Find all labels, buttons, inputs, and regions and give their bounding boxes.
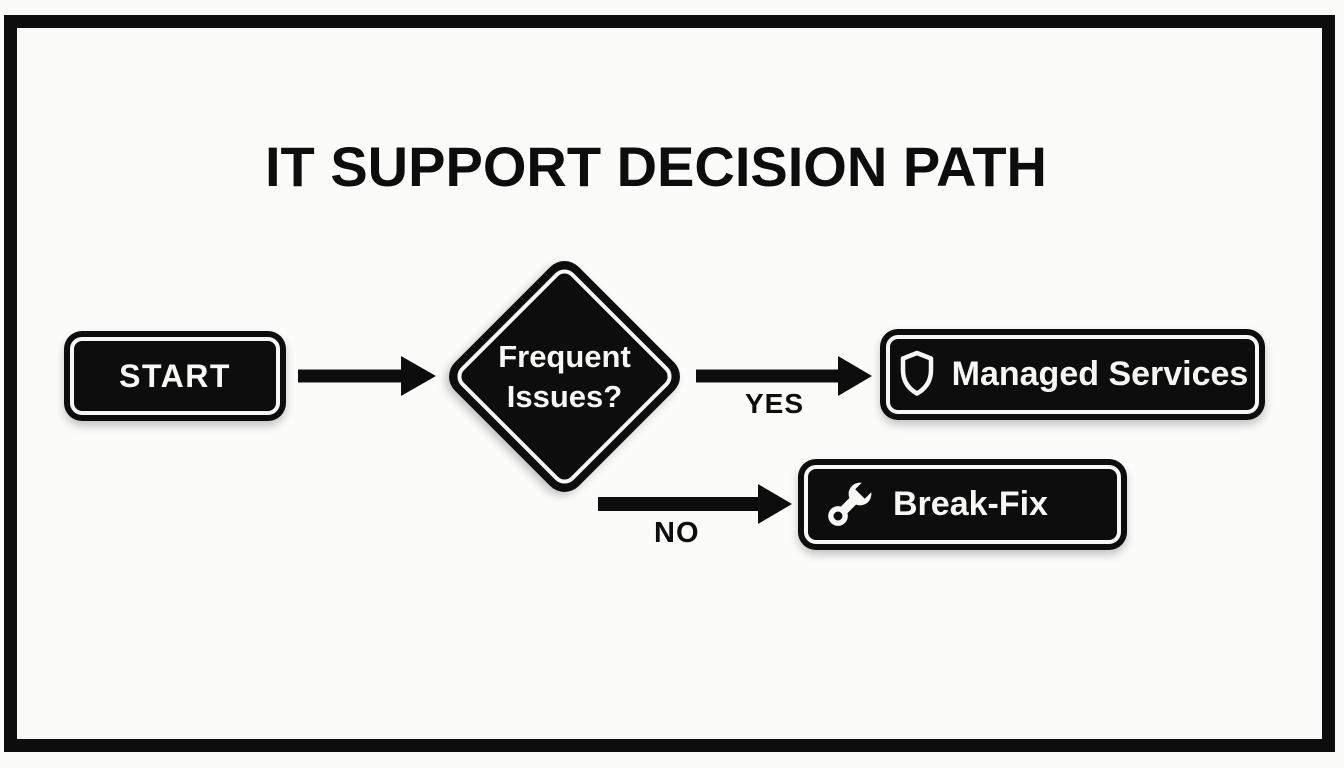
diagram-title: IT SUPPORT DECISION PATH — [265, 135, 1047, 198]
arrow-no-to-break-fix — [598, 484, 792, 524]
node-break-fix-label: Break-Fix — [893, 485, 1048, 523]
node-decision-label: Frequent Issues? — [477, 289, 652, 464]
arrow-start-to-decision — [298, 356, 436, 396]
edge-label-yes: YES — [745, 388, 805, 419]
decision-label-line2: Issues? — [506, 378, 623, 414]
node-start: START — [64, 331, 286, 421]
shield-icon — [900, 350, 933, 396]
node-break-fix: Break-Fix — [798, 459, 1127, 550]
wrench-icon — [828, 477, 876, 526]
arrow-yes-to-managed-services — [696, 356, 872, 396]
node-start-label: START — [119, 357, 231, 394]
edge-label-no: NO — [654, 517, 700, 549]
canvas-border — [4, 15, 1335, 752]
node-decision: Frequent Issues? — [440, 252, 689, 501]
decision-label-line1: Frequent — [498, 339, 631, 375]
node-managed-services-label: Managed Services — [951, 355, 1249, 393]
node-managed-services: Managed Services — [880, 329, 1265, 420]
